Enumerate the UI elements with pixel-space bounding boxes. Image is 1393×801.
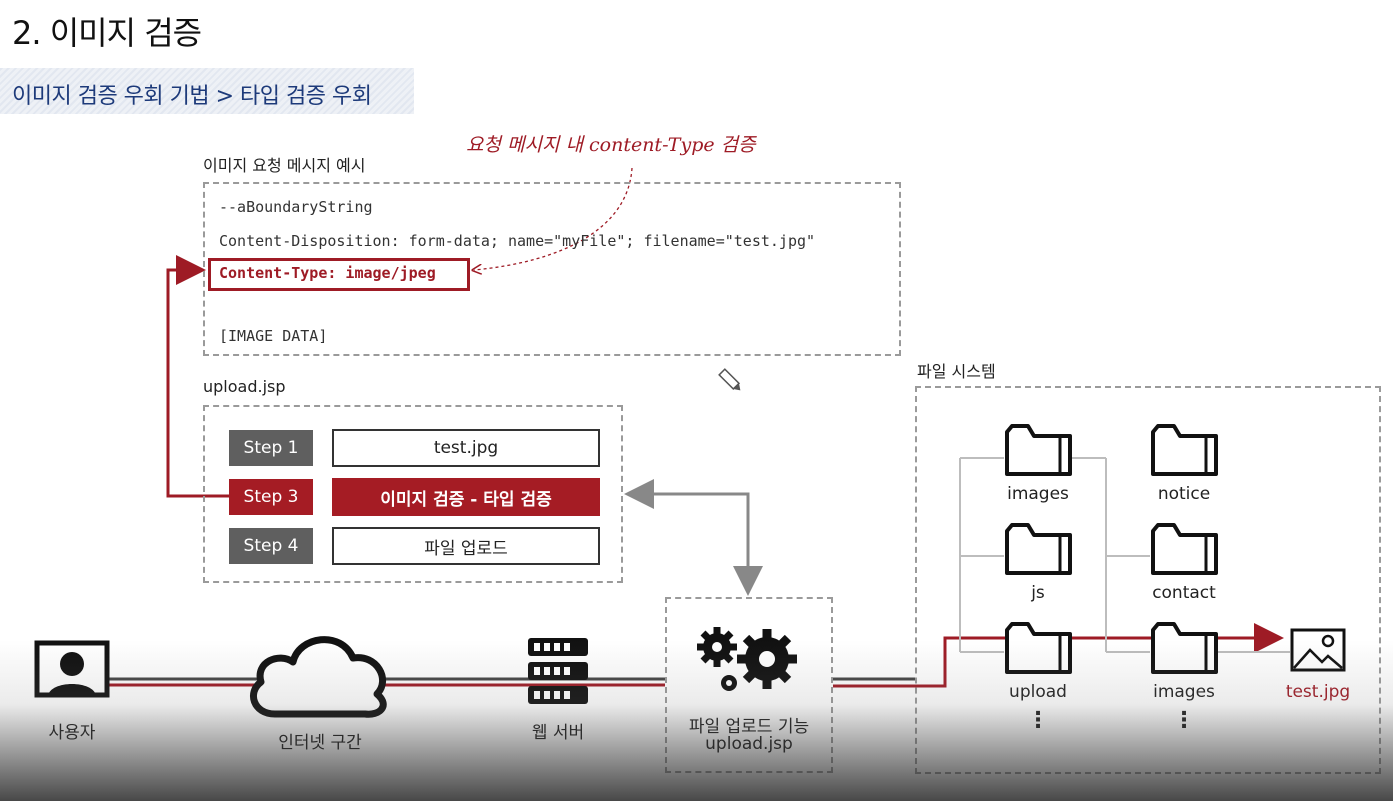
subtitle-banner <box>0 68 414 114</box>
folder-icon <box>1151 523 1218 575</box>
image-data-line: [IMAGE DATA] <box>219 327 328 345</box>
target-file-label: test.jpg <box>1285 682 1351 702</box>
upload-feature-file: upload.jsp <box>705 734 793 754</box>
step-3-tag: Step 3 <box>229 479 313 515</box>
image-file-icon <box>1290 628 1346 672</box>
folder-icon <box>1005 622 1072 674</box>
step-4-box: 파일 업로드 <box>332 527 600 565</box>
subtitle: 이미지 검증 우회 기법 > 타입 검증 우회 <box>12 84 372 109</box>
folder-icon <box>1151 424 1218 476</box>
step-1-tag: Step 1 <box>229 430 313 466</box>
folder-icon <box>1005 523 1072 575</box>
folder-label: contact <box>1152 583 1216 603</box>
step3-to-content-type-line <box>166 255 229 498</box>
folder-label: js <box>1031 583 1045 603</box>
request-message-box <box>203 182 901 356</box>
user-icon <box>34 640 110 698</box>
folder-label: notice <box>1157 484 1211 504</box>
upload-jsp-label: upload.jsp <box>203 377 286 396</box>
content-type-line: Content-Type: image/jpeg <box>219 264 436 282</box>
content-type-highlight <box>208 258 470 291</box>
user-label: 사용자 <box>48 723 96 743</box>
upload-jsp-box <box>203 405 623 583</box>
web-server-label: 웹 서버 <box>531 723 585 743</box>
folder-label: images <box>1153 682 1215 702</box>
pencil-icon <box>718 368 741 391</box>
folder-label: images <box>1007 484 1069 504</box>
folder-icon <box>1005 424 1072 476</box>
cloud-icon <box>250 636 387 718</box>
step-4-tag: Step 4 <box>229 528 313 564</box>
boundary-line: --aBoundaryString <box>219 198 373 216</box>
folder-label: upload <box>1009 682 1067 702</box>
content-type-annotation: 요청 메시지 내 content-Type 검증 <box>466 134 756 156</box>
more-icon: ⋮ <box>1027 708 1049 733</box>
more-icon: ⋮ <box>1173 708 1195 733</box>
page-title: 2. 이미지 검증 <box>12 14 202 52</box>
internet-label: 인터넷 구간 <box>278 733 362 753</box>
step-1-box: test.jpg <box>332 429 600 467</box>
gears-icon <box>697 627 797 691</box>
file-system-label: 파일 시스템 <box>917 362 996 381</box>
validation-link-arrow <box>624 479 763 596</box>
request-example-label: 이미지 요청 메시지 예시 <box>203 156 366 175</box>
server-icon <box>528 638 588 704</box>
step-3-box: 이미지 검증 - 타입 검증 <box>332 478 600 516</box>
folder-icon <box>1151 622 1218 674</box>
content-disposition-line: Content-Disposition: form-data; name="my… <box>219 232 816 250</box>
